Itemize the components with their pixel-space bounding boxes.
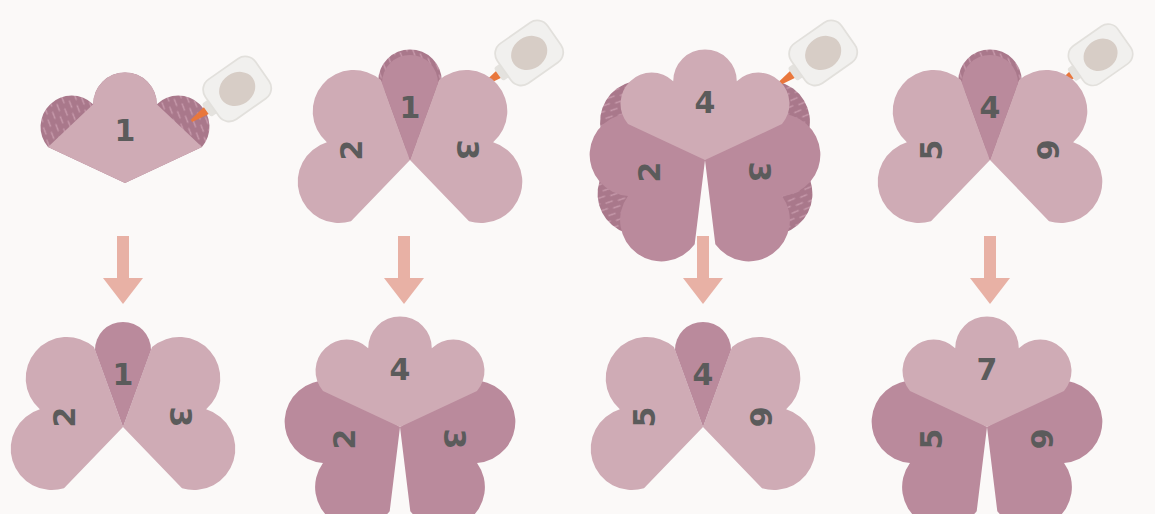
petal-shape [0,53,255,313]
petal: 1 [280,30,540,290]
petal: 4 [270,297,530,514]
step-number: 5 [918,139,948,160]
petal-shape [280,30,540,290]
step-number: 7 [977,355,998,385]
step-number: 6 [1027,428,1057,449]
step-number: 3 [452,139,482,160]
step-number: 4 [390,355,411,385]
petal: 4 [573,297,833,514]
step-number: 1 [113,360,134,390]
step-number: 2 [635,161,665,182]
petal: 1 [0,53,255,313]
step-number: 2 [330,428,360,449]
step-number: 6 [1032,139,1062,160]
glue-petal [41,72,210,183]
petal-shape [575,30,835,290]
petal: 1 [0,297,253,514]
step-number: 1 [115,116,136,146]
step-number: 5 [631,406,661,427]
step-number: 4 [695,88,716,118]
step-number: 4 [693,360,714,390]
step-number: 4 [980,93,1001,123]
step-number: 3 [440,428,470,449]
step-number: 5 [917,428,947,449]
petal: 4 [860,30,1120,290]
petal: 7 [857,297,1117,514]
glue-petals [41,49,1075,237]
step-number: 2 [51,406,81,427]
petal-shape [270,297,530,514]
step-number: 3 [165,406,195,427]
down-arrows [103,236,1010,304]
step-number: 2 [338,139,368,160]
step-number: 3 [745,161,775,182]
step-number: 1 [400,93,421,123]
petal-shape [573,297,833,514]
petal: 4 [575,30,835,290]
petal-shape [860,30,1120,290]
petal-shape [857,297,1117,514]
step-number: 6 [745,406,775,427]
petal-shape [0,297,253,514]
